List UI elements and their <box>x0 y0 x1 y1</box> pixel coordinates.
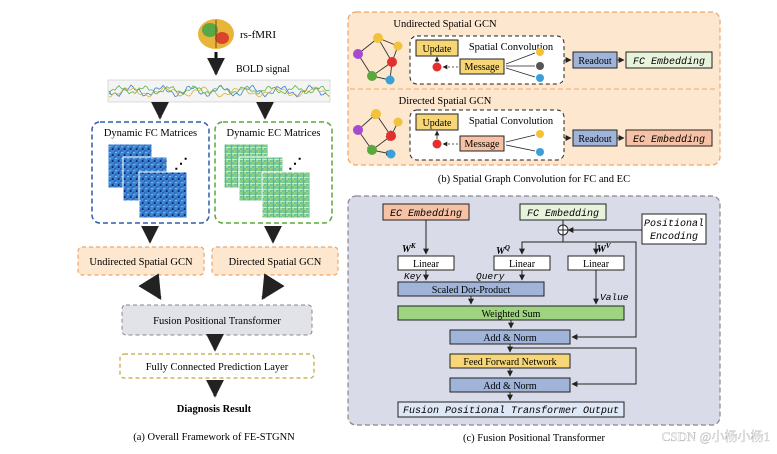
caption-b: (b) Spatial Graph Convolution for FC and… <box>438 174 630 185</box>
directed-graph <box>353 109 403 159</box>
undirected-readout-label: Readout <box>578 56 612 67</box>
panel-a: rs-fMRI BOLD signal Dynamic FC Matrices … <box>77 19 339 443</box>
ec-embedding-label-b: EC Embedding <box>633 134 705 146</box>
bold-signal-label: BOLD signal <box>236 64 290 75</box>
undirected-title: Undirected Spatial GCN <box>393 19 497 30</box>
fusion-box <box>121 304 313 336</box>
ffn-label: Feed Forward Network <box>463 357 556 368</box>
encoding-label: Encoding <box>650 231 698 243</box>
fusion-label: Fusion Positional Transformer <box>153 316 281 327</box>
directed-target-node <box>432 139 442 149</box>
fc-embedding-label-c: FC Embedding <box>527 208 599 220</box>
fc-layer-label: Fully Connected Prediction Layer <box>146 362 289 373</box>
directed-update-box <box>415 113 459 131</box>
panel-b: Undirected Spatial GCN Directed Spatial … <box>347 11 721 185</box>
directed-gcn-box <box>211 246 339 276</box>
add-norm-label-1: Add & Norm <box>483 333 537 344</box>
watermark: CSDN @小杨小杨1 <box>662 429 770 444</box>
ec-matrices-title: Dynamic EC Matrices <box>227 128 321 139</box>
caption-c: (c) Fusion Positional Transformer <box>463 433 606 444</box>
undirected-gcn-label: Undirected Spatial GCN <box>89 257 193 268</box>
add-norm-label-2: Add & Norm <box>483 381 537 392</box>
undirected-update-label: Update <box>423 44 452 55</box>
wq-label: WQ <box>496 244 510 257</box>
fc-matrix-3 <box>138 171 188 219</box>
caption-a: (a) Overall Framework of FE-STGNN <box>133 432 295 443</box>
undirected-update-box <box>415 39 459 57</box>
ec-matrix-3 <box>261 171 311 219</box>
residual-connection-2 <box>510 347 637 387</box>
directed-message-label: Message <box>465 139 501 150</box>
fc-embedding-box-b <box>625 51 713 69</box>
output-label: Fusion Positional Transformer Output <box>403 405 619 417</box>
diagnosis-result: Diagnosis Result <box>177 404 252 415</box>
ec-embedding-label-c: EC Embedding <box>390 208 462 220</box>
directed-message-box <box>459 135 505 152</box>
directed-update-label: Update <box>423 118 452 129</box>
fc-layer-box <box>119 353 315 379</box>
directed-readout-label: Readout <box>578 134 612 145</box>
arrow-directed-to-fusion <box>261 273 285 301</box>
directed-title: Directed Spatial GCN <box>399 96 492 107</box>
ec-embedding-box-b <box>625 129 713 147</box>
ec-ellipsis: ⋰ <box>288 157 302 172</box>
linear-label-v: Linear <box>583 259 610 270</box>
undirected-conv-label: Spatial Convolution <box>469 42 554 53</box>
undirected-target-node <box>432 62 442 72</box>
fc-matrices-box <box>91 121 210 224</box>
output-box <box>397 401 625 418</box>
fc-matrices-title: Dynamic FC Matrices <box>104 128 197 139</box>
panel-c: EC Embedding FC Embedding Positional Enc… <box>347 195 721 444</box>
sdp-label: Scaled Dot-Product <box>432 285 511 296</box>
wv-label: WV <box>597 242 612 255</box>
fc-ellipsis: ⋰ <box>174 157 188 172</box>
positional-encoding-box <box>641 213 707 245</box>
directed-gcn-label: Directed Spatial GCN <box>229 257 322 268</box>
fc-embedding-label-b: FC Embedding <box>633 56 705 68</box>
positional-label: Positional <box>644 218 704 230</box>
linear-label-k: Linear <box>413 259 440 270</box>
wk-label: WK <box>402 242 417 255</box>
residual-connection-1 <box>563 241 637 340</box>
ec-matrices-box <box>214 121 333 224</box>
bold-signal-strip <box>107 79 331 103</box>
value-label: Value <box>600 292 629 303</box>
brain-icon <box>198 19 234 49</box>
arrow-undirected-to-fusion <box>138 273 162 301</box>
linear-label-q: Linear <box>509 259 536 270</box>
undirected-message-label: Message <box>465 62 501 73</box>
undirected-gcn-box <box>77 246 205 276</box>
undirected-graph <box>353 33 403 85</box>
query-label: Query <box>476 271 505 282</box>
weighted-sum-label: Weighted Sum <box>482 309 541 320</box>
undirected-message-box <box>459 58 505 75</box>
rs-fmri-label: rs-fMRI <box>240 29 276 41</box>
directed-conv-label: Spatial Convolution <box>469 116 554 127</box>
key-label: Key <box>404 271 421 282</box>
